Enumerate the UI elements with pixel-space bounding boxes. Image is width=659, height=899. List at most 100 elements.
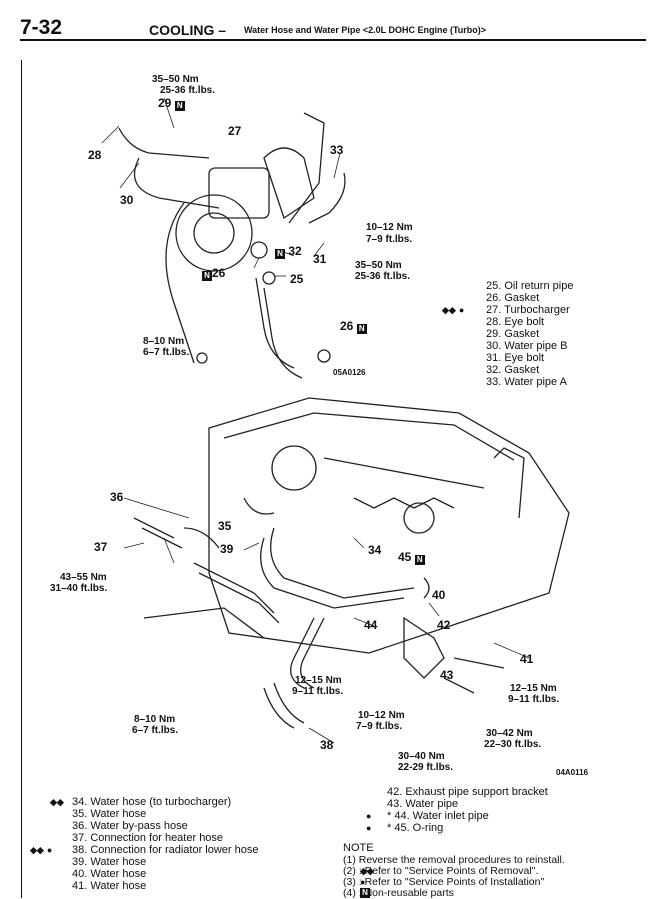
legend-34-marker: ◆◆ — [50, 796, 64, 808]
double-arrow-icon: ◆◆ — [442, 305, 456, 315]
legend-44-marker: ● — [366, 810, 371, 822]
page-subtitle: Water Hose and Water Pipe <2.0L DOHC Eng… — [244, 25, 487, 35]
torque2-lbs-2: 9–11 ft.lbs. — [292, 686, 344, 697]
callout-35: 35 — [218, 519, 232, 533]
legend-29: 29. Gasket — [486, 328, 540, 340]
double-arrow-icon: ◆◆ — [50, 797, 64, 807]
legend-36: 36. Water by-pass hose — [72, 820, 188, 832]
callout-34: 34 — [368, 543, 382, 557]
torque2-lbs-5: 7–9 ft.lbs. — [356, 721, 403, 732]
torque2-nm-7: 30–40 Nm — [398, 751, 445, 762]
non-reusable-n-icon: N — [202, 271, 212, 281]
callout-45: 45 N — [398, 550, 425, 565]
torque-lbs-2: 7–9 ft.lbs. — [366, 234, 413, 245]
legend-38: 38. Connection for radiator lower hose — [72, 844, 259, 856]
torque2-nm-1: 43–55 Nm — [60, 572, 107, 583]
legend-40: 40. Water hose — [72, 868, 147, 880]
torque2-nm-5: 10–12 Nm — [358, 710, 405, 721]
non-reusable-n-icon: N — [360, 888, 370, 898]
diagram-code-2: 04A0116 — [556, 768, 589, 777]
legend-31: 31. Eye bolt — [486, 352, 545, 364]
torque-nm-4: 8–10 Nm — [143, 336, 185, 347]
note-item-4-text: (4) : Non-reusable parts — [343, 887, 454, 899]
callout-33: 33 — [330, 143, 344, 157]
legend-37: 37. Connection for heater hose — [72, 832, 224, 844]
torque2-lbs-4: 6–7 ft.lbs. — [132, 725, 179, 736]
non-reusable-n-icon: N — [356, 324, 367, 334]
torque2-nm-4: 8–10 Nm — [134, 714, 176, 725]
legend-32: 32. Gasket — [486, 364, 540, 376]
callout-32-num: 32 — [288, 244, 302, 258]
legend-45-marker: ● — [366, 822, 371, 834]
callout-31: 31 — [313, 252, 327, 266]
callout-30: 30 — [120, 193, 134, 207]
callout-37: 37 — [94, 540, 108, 554]
torque2-lbs-3: 9–11 ft.lbs. — [508, 694, 560, 705]
callout-32: N 32 — [275, 244, 302, 259]
torque2-lbs-7: 22-29 ft.lbs. — [398, 762, 454, 773]
callout-26b-num: 26 — [340, 319, 354, 333]
legend-26: 26. Gasket — [486, 292, 540, 304]
torque2-lbs-6: 22–30 ft.lbs. — [484, 739, 542, 750]
torque2-nm-2: 12–15 Nm — [295, 675, 342, 686]
double-arrow-icon: ◆◆ — [30, 845, 44, 855]
bullet-icon: ● — [46, 845, 53, 855]
note-item-2-text: (2) : Refer to "Service Points of Remova… — [343, 865, 539, 877]
legend-34: 34. Water hose (to turbocharger) — [72, 796, 232, 808]
bullet-icon: ● — [360, 877, 366, 887]
callout-38: 38 — [320, 738, 334, 752]
note-item-1: (1) Reverse the removal procedures to re… — [343, 854, 565, 866]
margin-rule — [21, 60, 22, 898]
legend-44: * 44. Water inlet pipe — [387, 810, 489, 822]
torque-lbs-3: 25-36 ft.lbs. — [355, 271, 411, 282]
callout-39: 39 — [220, 542, 234, 556]
legend-42: 42. Exhaust pipe support bracket — [387, 786, 548, 798]
double-arrow-icon: ◆◆ — [360, 866, 374, 876]
legend-41: 41. Water hose — [72, 880, 147, 892]
legend-27: 27. Turbocharger — [486, 304, 570, 316]
callout-40: 40 — [432, 588, 446, 602]
torque2-nm-3: 12–15 Nm — [510, 683, 557, 694]
callout-36: 36 — [110, 490, 124, 504]
callout-44: 44 — [364, 618, 378, 632]
torque-lbs-4: 6–7 ft.lbs. — [143, 347, 190, 358]
legend-43: 43. Water pipe — [387, 798, 459, 810]
callout-42: 42 — [437, 618, 451, 632]
turbocharger-housing — [175, 194, 253, 272]
torque-nm-1: 35–50 Nm — [152, 74, 199, 85]
note-item-2: ◆◆(2) : Refer to "Service Points of Remo… — [343, 865, 538, 877]
legend-35: 35. Water hose — [72, 808, 147, 820]
legend-25: 25. Oil return pipe — [486, 280, 574, 292]
legend-38-marker: ◆◆ ● — [30, 844, 52, 856]
diagram-code-1: 05A0126 — [333, 368, 366, 377]
non-reusable-n-icon: N — [414, 555, 425, 565]
note-item-3: ●(3) : Refer to "Service Points of Insta… — [343, 876, 544, 888]
bullet-icon: ● — [366, 823, 372, 833]
note-item-4: N(4) : Non-reusable parts — [343, 887, 454, 899]
legend-33: 33. Water pipe A — [486, 376, 567, 388]
torque-nm-3: 35–50 Nm — [355, 260, 402, 271]
bullet-icon: ● — [458, 305, 465, 315]
callout-27: 27 — [228, 124, 242, 138]
callout-29: 29 N — [158, 96, 185, 111]
torque-lbs-1: 25-36 ft.lbs. — [160, 85, 216, 96]
torque-nm-2: 10–12 Nm — [366, 222, 413, 233]
legend-39: 39. Water hose — [72, 856, 147, 868]
torque2-nm-6: 30–42 Nm — [486, 728, 533, 739]
header-rule — [20, 39, 646, 41]
legend-45: * 45. O-ring — [387, 822, 444, 834]
bullet-icon: ● — [366, 811, 372, 821]
torque2-lbs-1: 31–40 ft.lbs. — [50, 583, 108, 594]
note-item-3-text: (3) : Refer to "Service Points of Instal… — [343, 876, 545, 888]
non-reusable-n-icon: N — [275, 249, 285, 259]
page-header: 7-32 COOLING – Water Hose and Water Pipe… — [20, 16, 648, 39]
callout-41: 41 — [520, 652, 534, 666]
non-reusable-n-icon: N — [174, 101, 185, 111]
legend-30: 30. Water pipe B — [486, 340, 568, 352]
note-title: NOTE — [343, 842, 374, 854]
callout-28: 28 — [88, 148, 102, 162]
section-title: COOLING – — [149, 22, 227, 38]
legend-27-marker: ◆◆ ● — [442, 304, 464, 316]
legend-28: 28. Eye bolt — [486, 316, 545, 328]
